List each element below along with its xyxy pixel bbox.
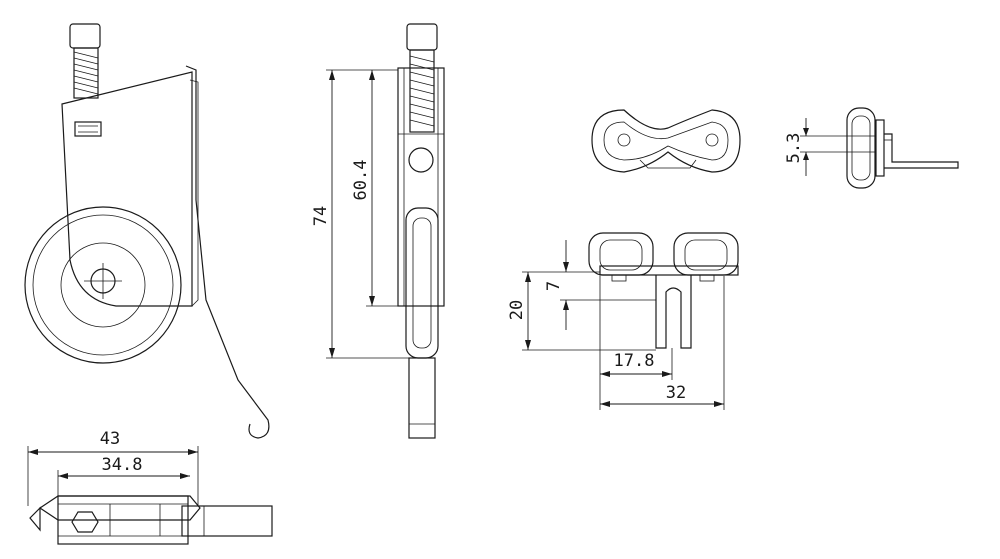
side-view xyxy=(24,23,270,439)
dim-7: 7 xyxy=(544,281,564,291)
dim-74: 74 xyxy=(311,206,331,226)
dim-17-8: 17.8 xyxy=(614,351,655,371)
dim-32: 32 xyxy=(666,383,686,403)
dimension-lines xyxy=(27,69,876,506)
bracket-front-view xyxy=(588,232,739,349)
dim-43: 43 xyxy=(100,429,120,449)
dim-5-3: 5.3 xyxy=(784,133,804,164)
dim-60-4: 60.4 xyxy=(351,160,371,201)
bottom-view xyxy=(29,495,273,545)
front-view xyxy=(397,23,445,439)
top-view-bracket xyxy=(591,109,741,173)
dim-20: 20 xyxy=(507,300,527,320)
side-detail xyxy=(846,107,959,189)
dim-34-8: 34.8 xyxy=(102,455,143,475)
